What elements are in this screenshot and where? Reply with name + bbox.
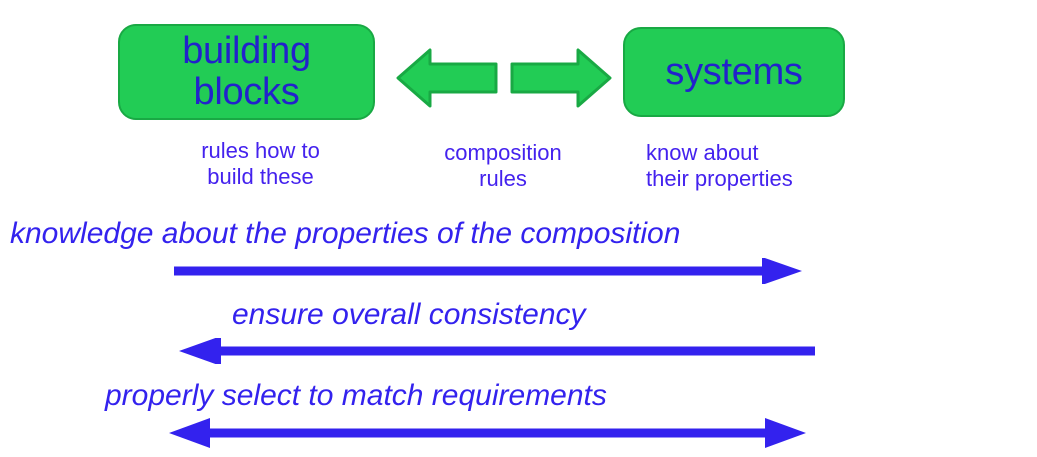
relation-3-arrow [165,418,810,448]
node-systems[interactable]: systems [623,27,845,117]
arrow-left-right-icon [169,418,806,448]
node-building-blocks-caption: rules how to build these [201,138,320,189]
composition-rules-caption: composition rules [444,140,562,191]
arrow-left-icon [179,336,815,366]
double-horizontal-arrow-icon [396,48,612,108]
node-building-blocks[interactable]: building blocks [118,24,375,120]
node-building-blocks-label: building blocks [182,30,311,113]
node-systems-label: systems [665,50,803,93]
arrow-right-icon [174,257,802,285]
composition-arrows [396,42,612,114]
relation-1-label: knowledge about the properties of the co… [10,217,681,250]
node-systems-caption: know about their properties [646,140,793,191]
relation-1-arrow [170,257,804,285]
relation-2-arrow [175,336,818,366]
relation-2-label: ensure overall consistency [232,298,586,331]
relation-3-label: properly select to match requirements [105,379,607,412]
